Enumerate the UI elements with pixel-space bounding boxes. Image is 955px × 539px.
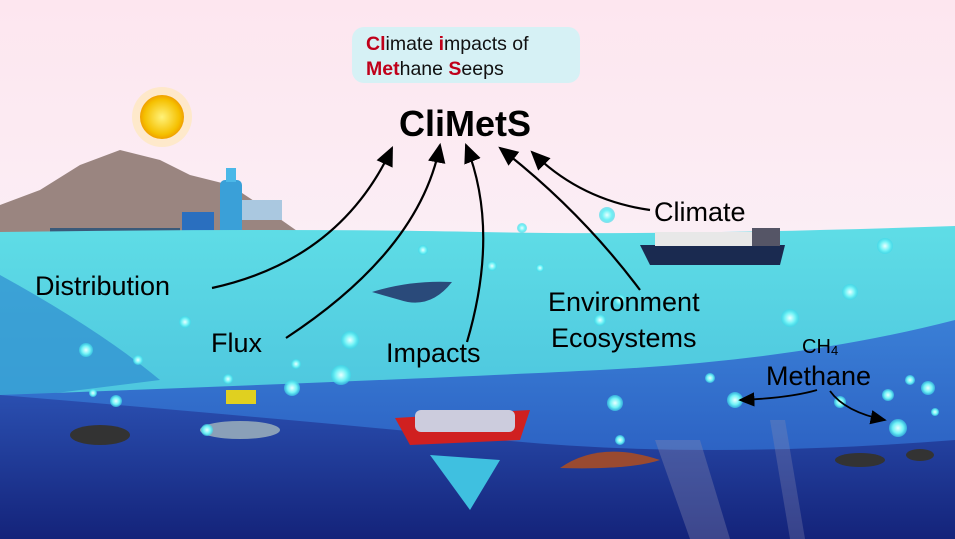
bubble	[110, 395, 122, 407]
label-methane: Methane	[766, 361, 871, 391]
bubble	[705, 373, 715, 383]
subtitle-text: imate	[386, 33, 439, 55]
sun-icon	[140, 95, 184, 139]
whale-icon	[372, 281, 452, 303]
bubble	[291, 359, 301, 369]
seep-patch	[200, 421, 280, 439]
bubble	[223, 374, 233, 384]
bubble	[921, 381, 935, 395]
subtitle-text: hane	[400, 58, 449, 80]
arrow-environment	[498, 146, 641, 291]
bubble	[607, 395, 623, 411]
bubble	[284, 380, 300, 396]
subtitle-text: mpacts of	[444, 33, 529, 55]
label-ch4-subscript: 4	[831, 343, 838, 358]
submarine-vehicle-icon	[395, 410, 530, 445]
seep-plume	[655, 440, 730, 539]
bubble	[905, 375, 915, 385]
main-title: CliMetS	[398, 103, 531, 144]
label-impacts: Impacts	[386, 338, 481, 368]
arrow-methane-right	[829, 390, 887, 425]
mound	[560, 451, 660, 469]
research-ship-icon	[640, 228, 785, 265]
subtitle-highlight: S	[448, 58, 461, 80]
subtitle-box	[352, 27, 580, 83]
arrow-flux	[285, 142, 446, 339]
subtitle-highlight: Cl	[366, 33, 386, 55]
rock	[906, 449, 934, 461]
bubble	[201, 424, 213, 436]
bubble	[594, 314, 606, 326]
bubble	[842, 284, 858, 300]
methane-bubbles	[79, 207, 939, 445]
seep-plume	[770, 420, 805, 539]
arrows	[211, 142, 887, 425]
bubble	[614, 294, 626, 306]
label-ecosystems: Ecosystems	[551, 323, 697, 353]
slope	[0, 275, 160, 400]
arrow-distribution	[211, 146, 393, 290]
bubble	[781, 309, 799, 327]
arrow-methane-left	[738, 389, 818, 407]
bubble	[599, 207, 615, 223]
bubble	[179, 316, 191, 328]
arrow-climate	[530, 150, 651, 212]
subtitle-highlight: Met	[366, 58, 400, 80]
bubble	[331, 365, 351, 385]
bubble	[133, 355, 143, 365]
subtitle-highlight: i	[439, 33, 444, 55]
subtitle-text: eeps	[461, 58, 504, 80]
rock	[835, 453, 885, 467]
bubble	[889, 419, 907, 437]
bubble	[79, 343, 93, 357]
bubble	[615, 435, 625, 445]
label-distribution: Distribution	[35, 271, 170, 301]
bubble	[882, 389, 894, 401]
label-ch4: CH	[802, 336, 831, 358]
arrow-impacts	[464, 142, 485, 343]
label-climate: Climate	[654, 197, 746, 227]
label-environment: Environment	[548, 287, 700, 317]
label-flux: Flux	[211, 328, 263, 358]
bubble	[89, 389, 97, 397]
bubble	[487, 261, 497, 271]
bubble	[517, 223, 527, 233]
bubble	[877, 238, 893, 254]
bubble	[341, 331, 359, 349]
ice-shape	[430, 455, 500, 510]
rov-icon	[226, 390, 256, 404]
rock	[70, 425, 130, 445]
bubble	[418, 245, 428, 255]
bubble	[536, 264, 544, 272]
bubble	[931, 408, 939, 416]
